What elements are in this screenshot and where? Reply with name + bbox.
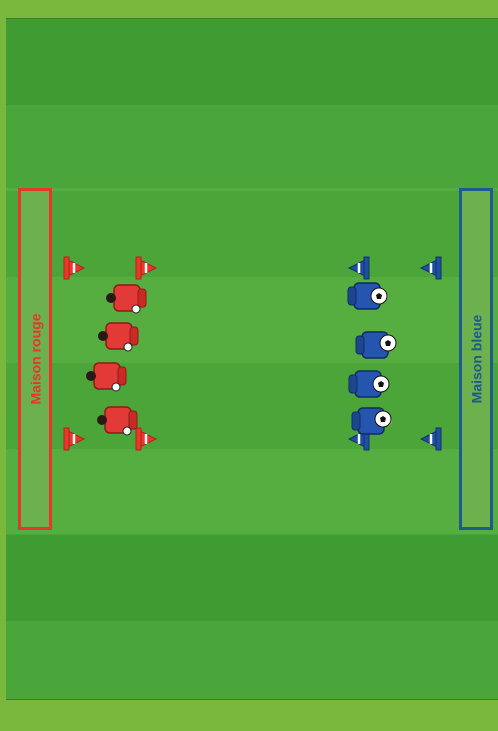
soccer-ball: [380, 335, 396, 351]
cone-blue: [349, 257, 369, 279]
player-red: [97, 407, 137, 435]
cone-red: [136, 257, 156, 279]
soccer-ball: [371, 288, 387, 304]
cone-red: [136, 428, 156, 450]
cone-red: [64, 257, 84, 279]
cone-blue: [421, 428, 441, 450]
player-red: [106, 285, 146, 313]
cone-blue: [421, 257, 441, 279]
soccer-ball: [375, 411, 391, 427]
soccer-ball: [373, 376, 389, 392]
cone-red: [64, 428, 84, 450]
player-red: [98, 323, 138, 351]
player-red: [86, 363, 126, 391]
